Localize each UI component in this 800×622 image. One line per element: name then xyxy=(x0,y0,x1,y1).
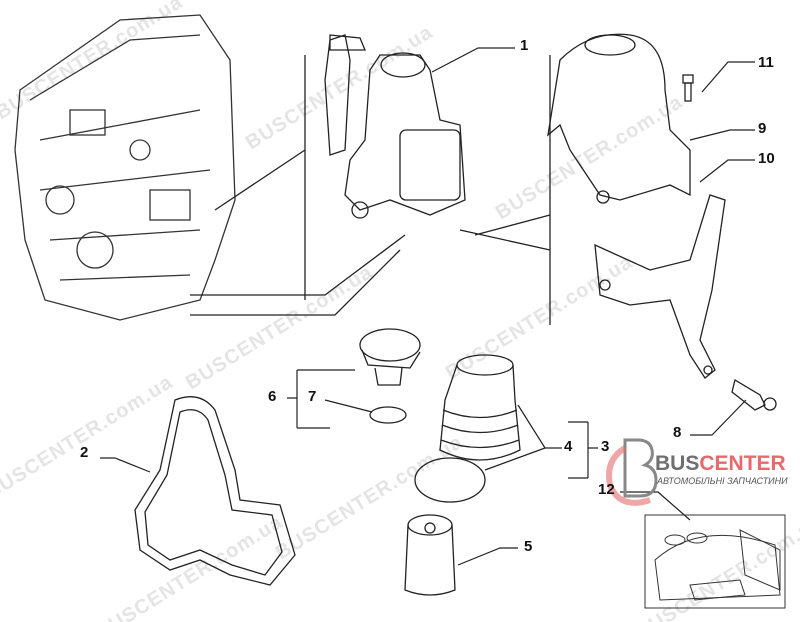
buscenter-logo-mark xyxy=(606,438,658,506)
oil-filler-cap xyxy=(359,328,421,386)
cover-shroud xyxy=(547,33,691,204)
filter-housing-cap xyxy=(439,354,521,461)
brand-logo-text: BUSCENTER xyxy=(655,452,786,475)
leader-lines xyxy=(100,47,755,566)
bolt-11 xyxy=(682,74,694,102)
callout-12: 12 xyxy=(598,481,615,498)
oil-filter-housing xyxy=(324,34,466,219)
bolt-8 xyxy=(731,378,777,411)
callout-6: 6 xyxy=(268,388,277,405)
callout-10: 10 xyxy=(758,150,775,167)
callout-11: 11 xyxy=(758,54,774,71)
callout-4: 4 xyxy=(564,438,573,455)
callout-3: 3 xyxy=(601,438,610,455)
engine-block xyxy=(14,14,236,321)
callout-2: 2 xyxy=(80,444,89,461)
gasket-2 xyxy=(134,396,296,586)
callout-7: 7 xyxy=(308,388,317,405)
o-ring-7 xyxy=(369,406,407,424)
brand-tagline: АВТОМОБІЛЬНІ ЗАПЧАСТИНИ xyxy=(657,476,788,486)
inset-engine-view xyxy=(644,514,786,609)
bracket-10 xyxy=(594,194,726,379)
oil-filter-element xyxy=(404,514,456,596)
callout-9: 9 xyxy=(758,120,767,137)
seal-ring-4 xyxy=(414,457,486,503)
callout-5: 5 xyxy=(524,538,533,555)
callout-8: 8 xyxy=(673,424,682,441)
callout-1: 1 xyxy=(520,37,529,54)
